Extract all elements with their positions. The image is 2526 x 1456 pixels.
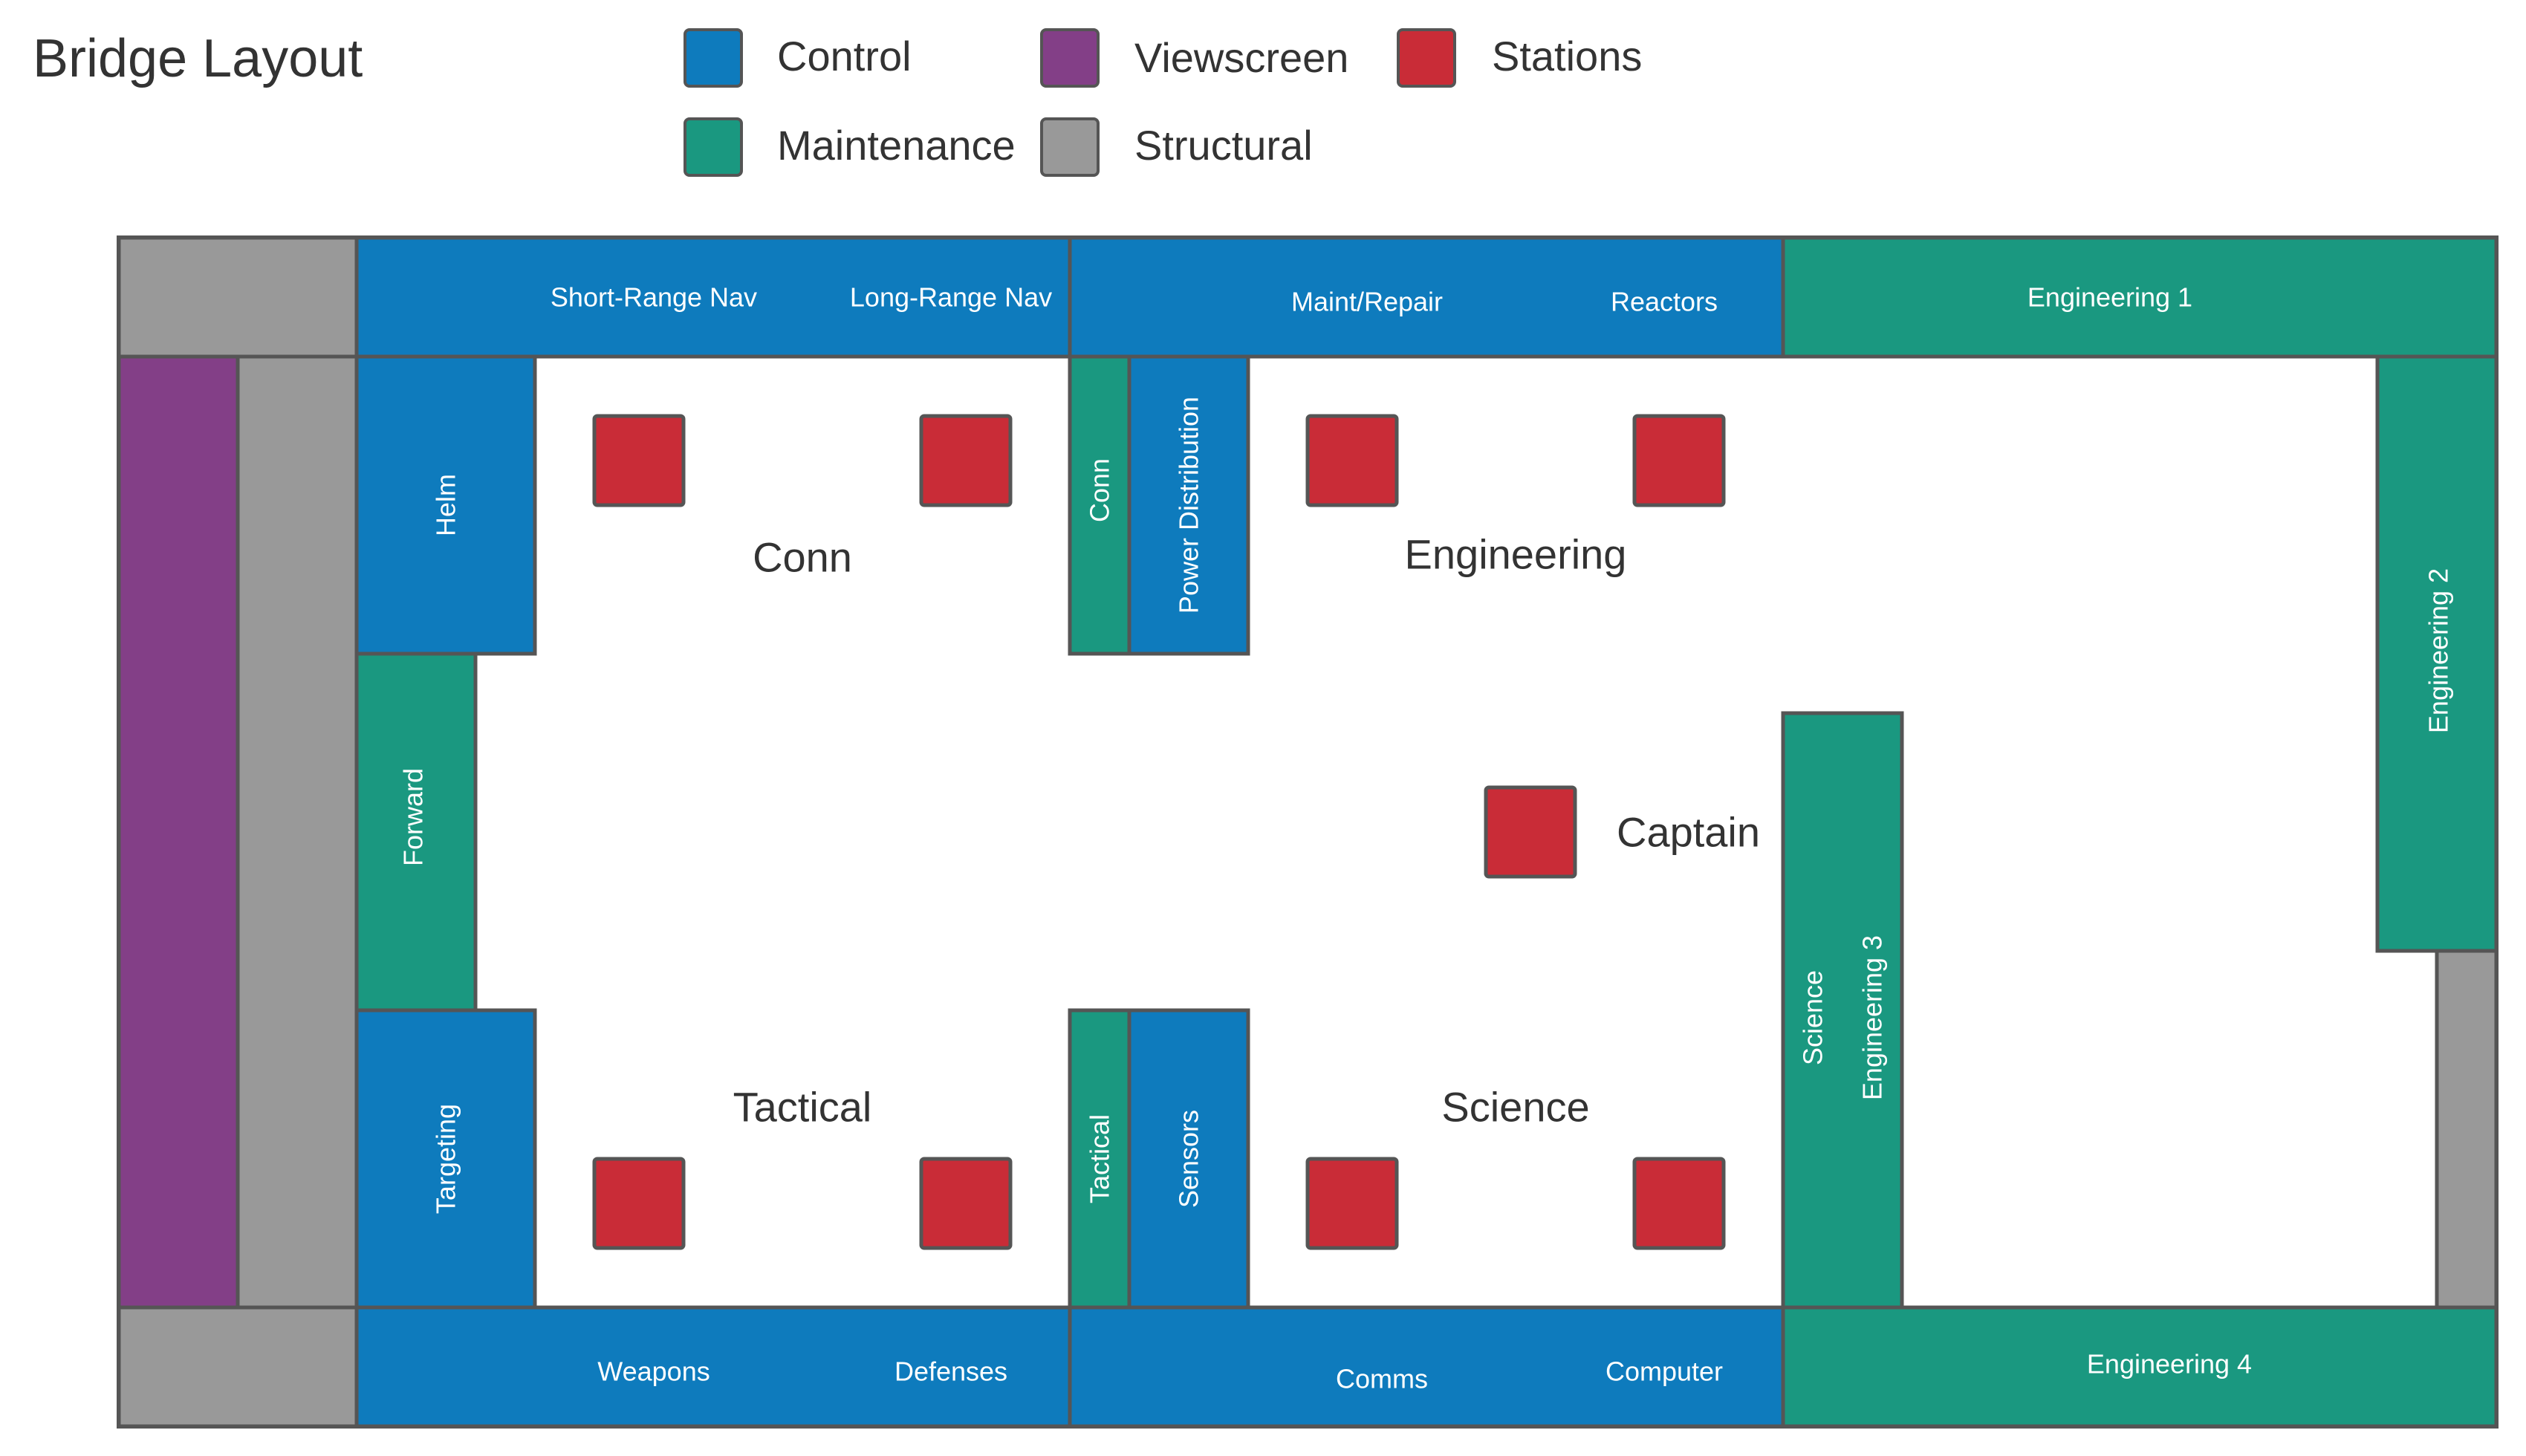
engineering-2-block[interactable] (2375, 354, 2499, 953)
comms-label: Comms (1336, 1364, 1428, 1394)
engineering-3-label: Engineering 3 (1857, 935, 1888, 1100)
structural-bottom-left (117, 1305, 359, 1429)
station-conn-1[interactable] (592, 414, 686, 507)
page-title: Bridge Layout (33, 29, 363, 88)
long-range-nav-label: Long-Range Nav (850, 282, 1052, 313)
station-science-2[interactable] (1632, 1157, 1726, 1250)
structural-right-wall (2435, 949, 2499, 1310)
station-engineering-1[interactable] (1305, 414, 1399, 507)
forward-block[interactable] (354, 651, 478, 1013)
conn-console-label: Conn (1085, 458, 1115, 522)
legend-swatch-stations (1397, 28, 1456, 88)
legend-swatch-viewscreen (1040, 28, 1100, 88)
viewscreen (117, 354, 240, 1310)
legend-label-control: Control (777, 33, 912, 79)
computer-label: Computer (1605, 1356, 1723, 1387)
power-distribution-label: Power Distribution (1174, 397, 1204, 614)
station-science-1[interactable] (1305, 1157, 1399, 1250)
power-distribution-console[interactable] (1127, 354, 1250, 656)
forward-label: Forward (398, 768, 429, 866)
maint-repair-label: Maint/Repair (1291, 287, 1443, 317)
helm-label: Helm (431, 474, 461, 536)
legend-label-structural: Structural (1134, 122, 1313, 169)
tactical-console-label: Tactical (1085, 1114, 1115, 1203)
science-console-label: Science (1798, 970, 1828, 1065)
legend-swatch-structural (1040, 117, 1100, 177)
area-label-conn: Conn (753, 534, 852, 581)
station-engineering-2[interactable] (1632, 414, 1726, 507)
area-label-tactical: Tactical (733, 1084, 872, 1131)
engineering-2-label: Engineering 2 (2423, 568, 2454, 733)
sensors-label: Sensors (1174, 1110, 1204, 1208)
engineering-4-block[interactable] (1781, 1305, 2499, 1429)
legend-swatch-control (684, 28, 743, 88)
station-tactical-1[interactable] (592, 1157, 686, 1250)
short-range-nav-label: Short-Range Nav (551, 282, 757, 313)
tactical-console[interactable] (1068, 1008, 1131, 1310)
weapons-console[interactable] (354, 1305, 1072, 1429)
engineering-1-label: Engineering 1 (2027, 282, 2192, 313)
legend-label-stations: Stations (1492, 33, 1643, 79)
targeting-label: Targeting (431, 1104, 461, 1214)
conn-console[interactable] (1068, 354, 1131, 656)
area-label-engineering: Engineering (1405, 531, 1627, 578)
area-label-science: Science (1441, 1084, 1589, 1131)
structural-top-left (117, 235, 359, 359)
area-label-captain: Captain (1617, 809, 1760, 856)
defenses-label: Defenses (895, 1356, 1007, 1387)
weapons-label: Weapons (597, 1356, 710, 1387)
targeting-console[interactable] (354, 1008, 537, 1310)
station-conn-2[interactable] (919, 414, 1013, 507)
legend-swatch-maintenance (684, 117, 743, 177)
legend-label-viewscreen: Viewscreen (1134, 34, 1349, 81)
helm-console[interactable] (354, 354, 537, 656)
reactors-label: Reactors (1611, 287, 1718, 317)
structural-left-wall (236, 354, 359, 1310)
science-engineering-3-console[interactable] (1781, 711, 1904, 1310)
station-tactical-2[interactable] (919, 1157, 1013, 1250)
sensors-console[interactable] (1127, 1008, 1250, 1310)
engineering-4-label: Engineering 4 (2087, 1349, 2252, 1379)
engineering-1-block[interactable] (1781, 235, 2499, 359)
station-captain[interactable] (1484, 785, 1577, 879)
legend-label-maintenance: Maintenance (777, 122, 1016, 169)
maintenance-console[interactable] (1068, 235, 1785, 359)
